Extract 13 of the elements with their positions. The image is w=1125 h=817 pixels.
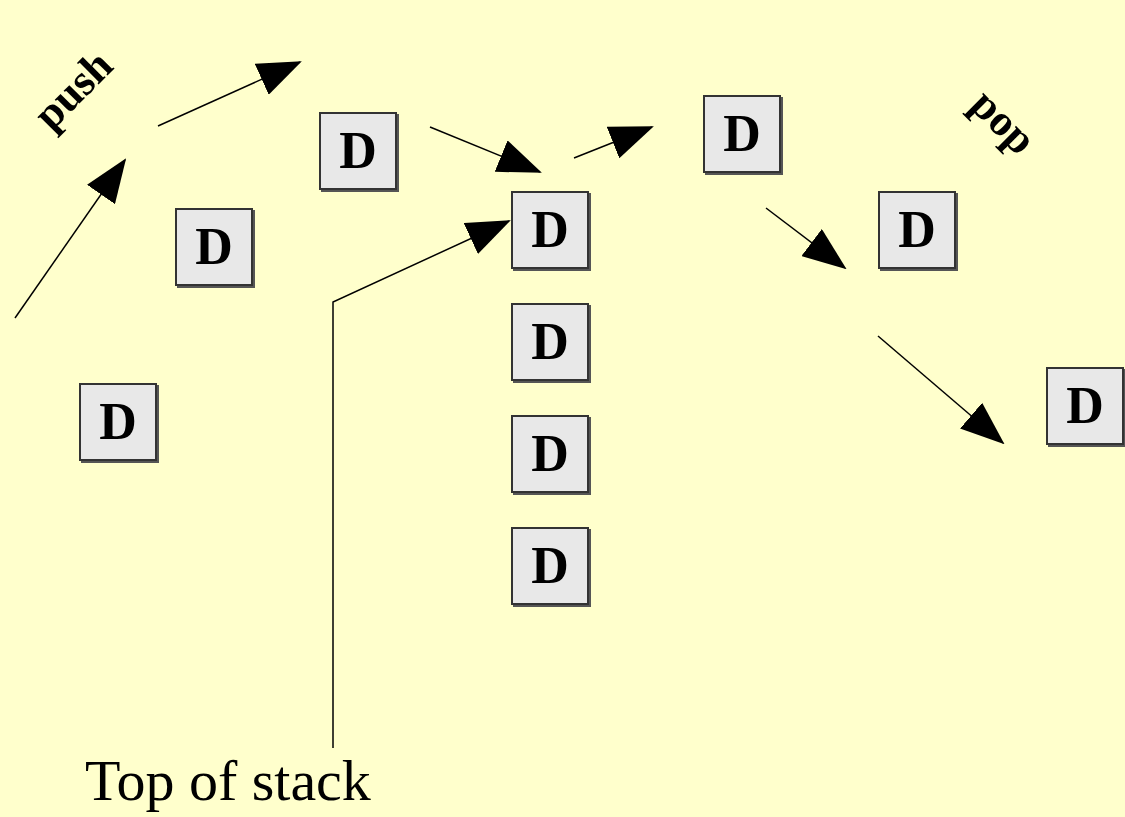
data-block: D xyxy=(511,415,589,493)
data-block: D xyxy=(319,112,397,190)
data-block: D xyxy=(79,383,157,461)
data-block: D xyxy=(1046,367,1124,445)
operation-label: pop xyxy=(962,81,1045,163)
data-block: D xyxy=(511,303,589,381)
data-block: D xyxy=(511,527,589,605)
caption-text: Top of stack xyxy=(85,752,371,810)
data-block: D xyxy=(878,191,956,269)
data-block: D xyxy=(511,191,589,269)
data-block: D xyxy=(703,95,781,173)
leader-line xyxy=(332,220,511,749)
data-block: D xyxy=(175,208,253,286)
